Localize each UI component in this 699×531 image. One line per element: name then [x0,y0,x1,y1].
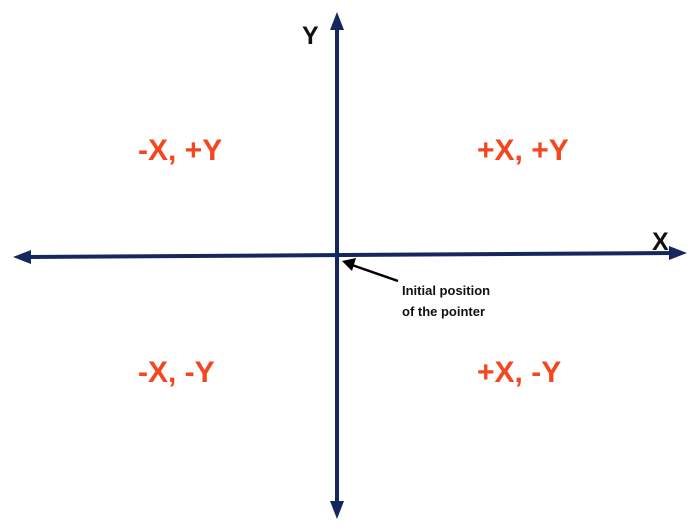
y-axis-arrow-down [330,501,344,519]
pointer-annotation-line-1: Initial position [402,283,491,298]
x-axis-arrow-right [669,246,687,260]
quadrant-bottom-right-label: +X, -Y [477,356,562,389]
y-axis-arrow-up [330,12,344,30]
x-axis-line [25,251,675,259]
quadrant-top-left-label: -X, +Y [138,134,223,167]
quadrant-top-right-label: +X, +Y [477,134,569,167]
pointer-annotation-line-2: of the pointer [402,304,486,319]
pointer-arrow-line [351,263,399,283]
x-axis-arrow-left [13,250,31,264]
pointer-arrow-head [342,258,356,271]
y-axis-label: Y [302,22,319,50]
pointer-annotation: Initial position of the pointer [402,280,490,322]
quadrant-bottom-left-label: -X, -Y [138,356,215,389]
x-axis-label: X [652,228,669,256]
